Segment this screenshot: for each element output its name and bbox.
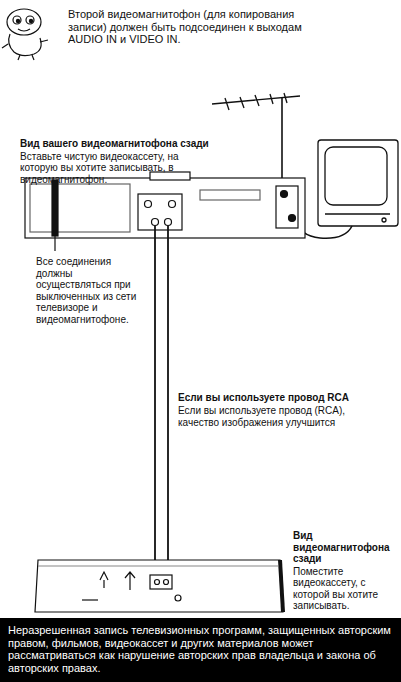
vcr-view: Вид видеомагнитофона сзадиПоместите виде… [35, 528, 399, 613]
text-block: Неразрешенная запись телевизионных прогр… [8, 624, 393, 675]
view-heading: Вид вашего видеомагнитофона сзади [20, 138, 210, 150]
text-block: Вид вашего видеомагнитофона сзадиВставьт… [20, 138, 210, 186]
leader-line [54, 236, 55, 251]
antenna [212, 93, 300, 192]
vcr-view: Вид вашего видеомагнитофона сзадиВставьт… [20, 138, 312, 240]
second-vcr [35, 560, 283, 612]
cable-heading: Если вы используете провод RCA [178, 392, 393, 404]
view-heading: Вид видеомагнитофона сзади [293, 530, 397, 565]
note-text: Если вы используете провод (RCA), качест… [178, 405, 383, 428]
note-text: Второй видеомагнитофон (для копирования … [68, 8, 303, 46]
body-text: Вставьте чистую видеокассету, на которую… [20, 151, 210, 186]
mascot-icon [2, 9, 48, 60]
av-cable [167, 240, 169, 528]
warning-band: Неразрешенная запись телевизионных прогр… [0, 618, 401, 682]
body-text: Неразрешенная запись телевизионных прогр… [8, 624, 393, 675]
av-cable [154, 240, 156, 528]
text-block: Вид видеомагнитофона сзадиПоместите виде… [293, 530, 397, 613]
note-text: Все соединения должны осуществляться при… [36, 256, 144, 325]
plug-stub [155, 226, 168, 566]
body-text: Поместите видеокассету, с которой вы хот… [293, 566, 397, 612]
tv-set [318, 140, 398, 226]
